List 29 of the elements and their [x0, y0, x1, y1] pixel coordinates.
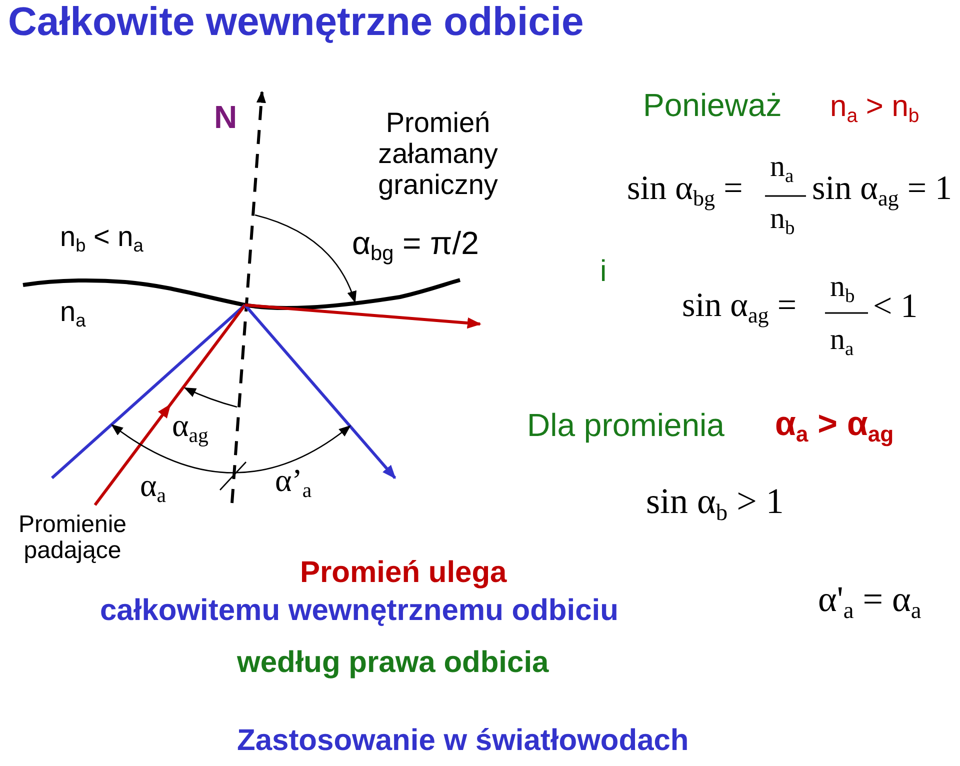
- formula-text: sin α$_{b}$ > 1: [646, 482, 784, 527]
- fraction-numerator: n$_{b}$: [830, 270, 855, 308]
- statement-text: Zastosowanie w światłowodach: [237, 724, 689, 757]
- formula-text: sin α$_{ag}$ =: [682, 287, 797, 328]
- condition-formula: n$_{a}$ > n$_{b}$: [830, 90, 920, 128]
- condition-text: Ponieważ: [643, 88, 782, 124]
- angle-label: α$_{bg}$ = π/2: [352, 226, 479, 266]
- condition-text: Dla promienia: [527, 408, 724, 444]
- formula-text: sin α$_{ag}$ = 1: [812, 170, 952, 211]
- fraction-numerator: n$_{a}$: [770, 150, 794, 188]
- angle-label: α$_{ag}$: [172, 408, 208, 448]
- formula-text: < 1: [873, 288, 918, 326]
- formula-text: α'$_{a}$ = α$_{a}$: [818, 580, 922, 625]
- medium-label: n$_{a}$: [60, 297, 86, 330]
- condition-formula: α$_{a}$ > α$_{ag}$: [775, 406, 894, 447]
- angle-label: α’$_{a}$: [275, 463, 312, 504]
- ray-label: Promień załamany graniczny: [377, 108, 499, 200]
- medium-label: n$_{b}$ < n$_{a}$: [60, 222, 144, 256]
- statement-text: Promień ulega: [300, 556, 507, 589]
- statement-text: według prawa odbicia: [237, 646, 549, 679]
- angle-label: α$_{a}$: [140, 468, 166, 508]
- normal-label: N: [214, 100, 238, 136]
- fraction-denominator: n$_{b}$: [770, 202, 795, 240]
- conjunction-text: i: [600, 255, 607, 288]
- formula-text: sin α$_{bg}$ =: [627, 170, 743, 211]
- statement-text: całkowitemu wewnętrznemu odbiciu: [100, 594, 618, 627]
- slide-title: Całkowite wewnętrzne odbicie: [8, 0, 584, 44]
- ray-label: Promienie padające: [17, 512, 128, 565]
- fraction-denominator: n$_{a}$: [830, 323, 854, 360]
